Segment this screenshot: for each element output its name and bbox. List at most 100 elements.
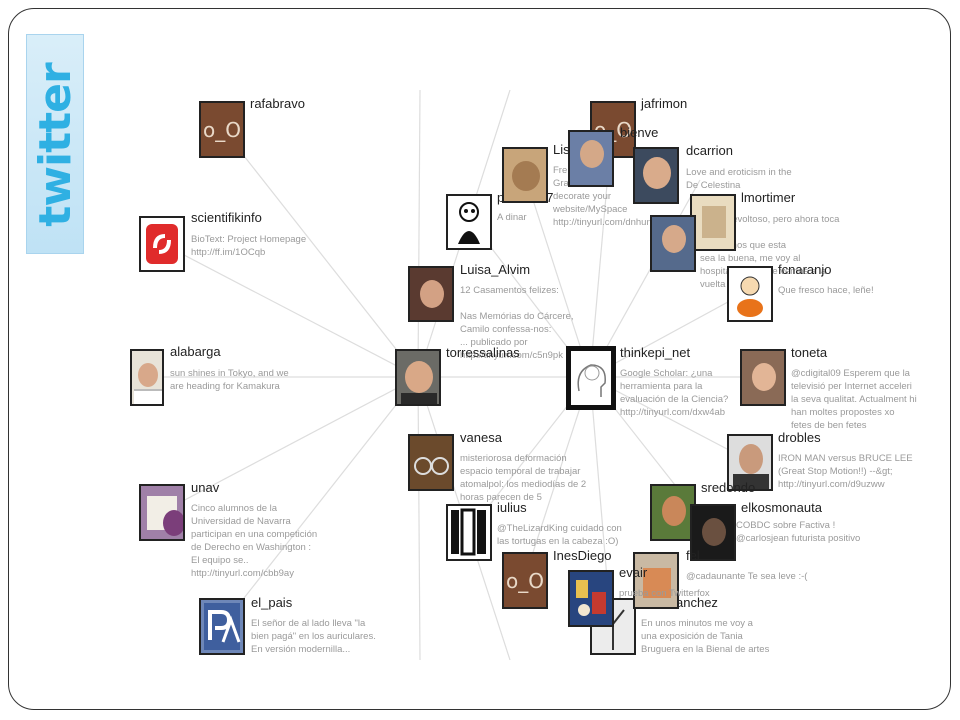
tweet-vanesa: misteriorosa deformación espacio tempora… [460, 453, 587, 503]
spoke [221, 376, 419, 627]
avatar-dcarrion[interactable] [633, 147, 679, 204]
avatar-bienve[interactable] [568, 130, 614, 187]
avatar-lmortimer[interactable] [690, 194, 736, 251]
avatar-alabarga[interactable] [130, 349, 164, 406]
tweet-el-pais: El señor de al lado lleva "la bien pagá"… [251, 618, 376, 655]
avatar-scientifikinfo[interactable] [139, 216, 185, 272]
face-icon [752, 363, 776, 391]
username-lis[interactable]: Lis [553, 142, 570, 157]
avatar-p77[interactable] [446, 194, 492, 250]
face-icon [580, 140, 604, 168]
avatar-cluster-user[interactable] [650, 215, 696, 272]
tweet-unav: Cinco alumnos de la Universidad de Navar… [191, 503, 318, 579]
avatar-iulius[interactable] [446, 504, 492, 561]
username-vanesa[interactable]: vanesa [460, 430, 502, 445]
iulius-logo-icon [451, 508, 486, 556]
username-fcnaranjo[interactable]: fcnaranjo [778, 262, 832, 277]
el-pais-logo-icon [204, 603, 241, 650]
glasses-icon [410, 436, 452, 489]
face-icon [405, 361, 433, 393]
tweet-fcnaranjo: Que fresco hace, leñe! [778, 285, 874, 296]
pumpkin-cartoon-icon [737, 276, 763, 317]
avatar-elkosmonauta[interactable] [690, 504, 736, 561]
flower-icon [163, 510, 183, 536]
spoke [160, 242, 419, 378]
avatar-el-pais[interactable] [199, 598, 245, 655]
scientifikinfo-logo-icon [146, 224, 178, 264]
avatar-fel[interactable] [633, 552, 679, 609]
spoke [523, 171, 591, 378]
avatar-luisa-alvim[interactable] [408, 266, 454, 322]
face-icon [662, 225, 686, 253]
tweet-alabarga: sun shines in Tokyo, and we are heading … [170, 368, 289, 392]
username-iulius[interactable]: iulius [497, 500, 527, 515]
spoke [589, 179, 701, 378]
username-torressalinas[interactable]: torressalinas [446, 345, 520, 360]
spoke [589, 376, 749, 461]
avatar-evair[interactable] [568, 570, 614, 627]
avatar-torressalinas[interactable] [395, 349, 441, 406]
username-fel[interactable]: fel [686, 548, 700, 563]
tweet-thinkepi-net: Google Scholar: ¿una herramienta para la… [620, 368, 729, 418]
tweet-scientifikinfo: BioText: Project Homepage http://ff.im/1… [191, 234, 307, 258]
username-toneta[interactable]: toneta [791, 345, 828, 360]
spoke [523, 376, 591, 581]
avatar-toneta[interactable] [740, 349, 786, 406]
spoke [161, 376, 419, 513]
tweet-anchez: En unos minutos me voy a una exposición … [641, 618, 770, 655]
fox-icon [512, 161, 540, 191]
spoke [221, 127, 419, 378]
username-bienve[interactable]: bienve [620, 125, 659, 140]
face-icon [420, 280, 444, 308]
tweet-lis: Fre Gra decorate your website/MySpace ht… [553, 165, 652, 228]
username-sredondo[interactable]: sredondo [701, 480, 756, 495]
avatar-placeholder-text: o_O [504, 554, 546, 607]
cartoon-icon [458, 202, 480, 244]
tweet-fel: @cadaunante Te sea leve :-( [686, 571, 808, 582]
avatar-rafabravo[interactable]: o_O [199, 101, 245, 158]
avatar-placeholder-text: o_O [201, 103, 243, 156]
username-unav[interactable]: unav [191, 480, 220, 495]
face-icon [662, 496, 686, 526]
username-scientifikinfo[interactable]: scientifikinfo [191, 210, 262, 225]
tweet-iulius: @TheLizardKing cuidado con las tortugas … [497, 523, 622, 547]
avatar-inesdiego[interactable]: o_O [502, 552, 548, 609]
username-drobles[interactable]: drobles [778, 430, 821, 445]
avatar-drobles[interactable] [727, 434, 773, 491]
tweet-drobles: IRON MAN versus BRUCE LEE (Great Stop Mo… [778, 453, 913, 490]
face-icon [643, 157, 671, 189]
username-p77[interactable]: p [497, 190, 505, 205]
spoke [417, 376, 421, 661]
avatar-thinkepi-net[interactable] [566, 346, 616, 410]
username-el-pais[interactable]: el_pais [251, 595, 293, 610]
username-thinkepi-net[interactable]: thinkepi_net [620, 345, 691, 360]
face-icon [702, 518, 726, 546]
twitter-logo: twitter [26, 34, 84, 254]
username-rafabravo[interactable]: rafabravo [250, 96, 305, 111]
painting-icon [570, 572, 612, 625]
username-inesdiego[interactable]: InesDiego [553, 548, 612, 563]
username-anchez[interactable]: anchez [676, 595, 718, 610]
username-alabarga[interactable]: alabarga [170, 344, 221, 359]
spoke [417, 89, 421, 378]
face-icon [739, 444, 763, 474]
tweet-dcarrion: Love and eroticism in the De Celestina [686, 167, 792, 191]
username-luisa-alvim[interactable]: Luisa_Alvim [460, 262, 531, 277]
brain-head-icon [577, 364, 606, 397]
username-dcarrion[interactable]: dcarrion [686, 143, 733, 158]
tweet-elkosmonauta: COBDC sobre Factiva ! @carlosjean futuri… [736, 520, 861, 544]
username-lmortimer[interactable]: lmortimer [741, 190, 796, 205]
avatar-lis[interactable] [502, 147, 548, 203]
avatar-vanesa[interactable] [408, 434, 454, 491]
username-elkosmonauta[interactable]: elkosmonauta [741, 500, 822, 515]
tweet-toneta: @cdigital09 Esperem que la televisió per… [791, 368, 917, 431]
username-jafrimon[interactable]: jafrimon [641, 96, 688, 111]
tweet-p77: A dinar [497, 212, 527, 223]
avatar-fcnaranjo[interactable] [727, 266, 773, 322]
tweet-evair: prueba con Twitterfox [619, 588, 710, 599]
tweet-luisa-alvim: 12 Casamentos felizes: Nas Memórias do C… [460, 285, 574, 361]
spoke [589, 289, 751, 378]
username-evair[interactable]: evair [619, 565, 648, 580]
face-icon [138, 363, 158, 387]
avatar-unav[interactable] [139, 484, 185, 541]
